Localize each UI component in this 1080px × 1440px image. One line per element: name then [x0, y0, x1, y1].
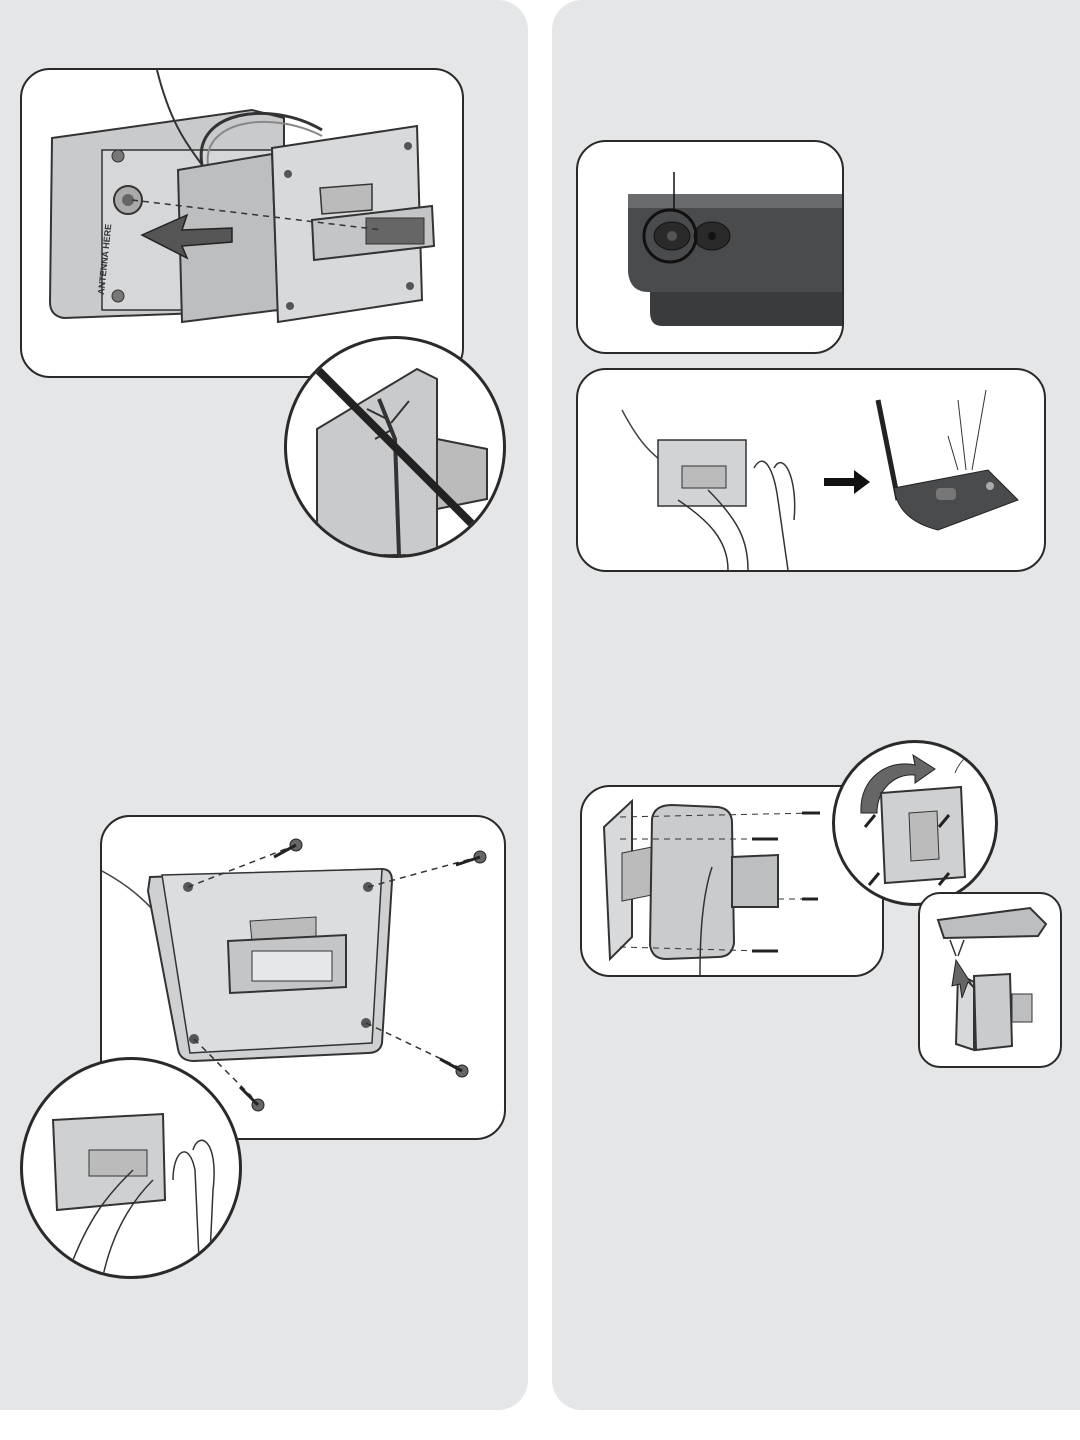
- incorrect-install-illustration: [287, 339, 503, 555]
- receiver-button-frame: [576, 140, 844, 354]
- hand-test-circle: [20, 1057, 242, 1279]
- antenna-install-illustration: ANTENNA HERE: [22, 70, 462, 376]
- antenna-install-frame: ANTENNA HERE: [20, 68, 464, 378]
- rotate-circle: [832, 740, 998, 906]
- screw-icon: [274, 839, 302, 857]
- eave-mount-frame: [918, 892, 1062, 1068]
- pairing-frame: [576, 368, 1046, 572]
- right-arrow-icon: [824, 470, 870, 494]
- pairing-illustration: [578, 370, 1044, 570]
- eave-mount-illustration: [920, 894, 1060, 1066]
- screw-icon: [869, 873, 879, 885]
- incorrect-install-circle: [284, 336, 506, 558]
- hand-test-illustration: [23, 1060, 239, 1276]
- screw-icon: [865, 815, 875, 827]
- screw-icon: [240, 1087, 264, 1111]
- rotate-illustration: [835, 743, 995, 903]
- receiver-button-illustration: [578, 142, 842, 352]
- screw-icon: [456, 851, 486, 865]
- screw-icon: [440, 1059, 468, 1077]
